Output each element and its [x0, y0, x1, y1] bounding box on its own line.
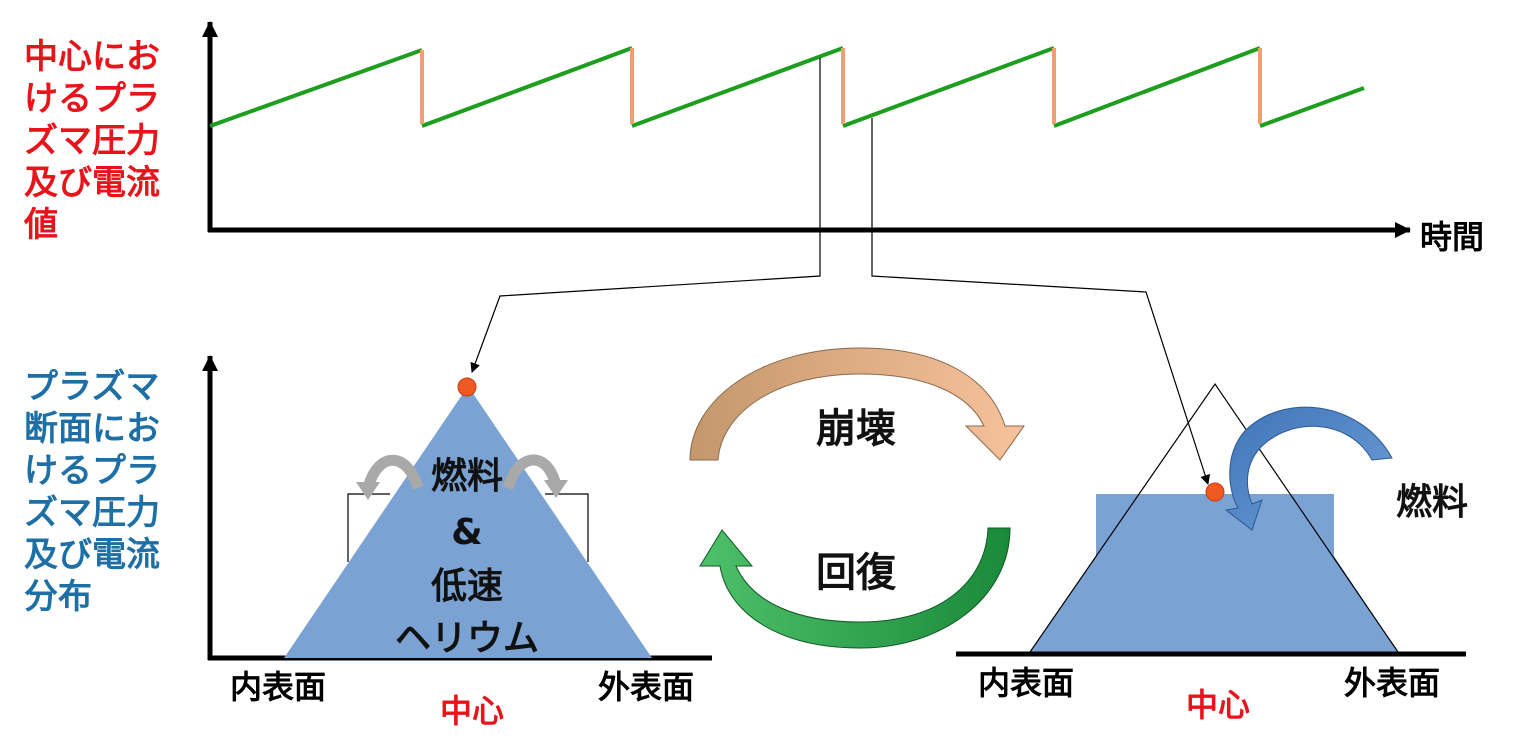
rise-segment: [631, 46, 844, 128]
top-chart: 中心にお けるプラ ズマ圧力 及び電流 値 時間: [23, 21, 1484, 256]
br-inner-surface-label: 内表面: [978, 664, 1074, 702]
bl-center-label: 中心: [440, 692, 504, 730]
top-y-label-line: ズマ圧力: [24, 121, 160, 161]
recovery-arrow-icon: [699, 527, 1011, 649]
bl-y-label-line: 断面にお: [24, 409, 160, 449]
bl-outer-surface-label: 外表面: [598, 668, 694, 706]
bottom-left-profile: 燃料 & 低速 ヘリウム プラズマ 断面にお けるプラ ズマ圧力 及び電流 分布…: [24, 355, 712, 730]
bl-y-label-line: ズマ圧力: [24, 493, 160, 533]
bracket-right: [545, 493, 589, 562]
rise-segment: [1259, 86, 1365, 128]
bracket-left: [347, 493, 390, 562]
rise-segment: [209, 48, 423, 128]
collapse-label: 崩壊: [816, 406, 896, 452]
transport-arrow-right-icon: [502, 454, 562, 490]
flattened-pressure-profile: [1030, 494, 1398, 652]
top-x-label: 時間: [1420, 218, 1484, 256]
sawtooth-drop-segments: [420, 48, 1262, 124]
profile-inner-text: 低速: [431, 566, 503, 607]
collapse-connector: [470, 58, 821, 373]
profile-inner-text: ヘリウム: [395, 618, 539, 659]
top-y-label-line: 中心にお: [24, 37, 160, 77]
profile-inner-text: &: [451, 512, 482, 553]
connector-lines: [470, 58, 1210, 485]
recovery-connector: [871, 118, 1210, 485]
bottom-right-profile: 燃料 内表面 中心 外表面: [956, 382, 1468, 724]
rise-segment: [1053, 46, 1261, 128]
bl-y-label-line: プラズマ: [24, 367, 159, 407]
fuel-inflow-arrow-icon: [1224, 406, 1393, 531]
recovery-label: 回復: [816, 550, 897, 596]
previous-peak-outline: [1029, 382, 1399, 653]
top-y-label-line: 及び電流: [24, 163, 160, 203]
peak-marker: [457, 377, 477, 397]
top-y-label-line: 値: [23, 205, 58, 245]
br-outer-surface-label: 外表面: [1344, 664, 1440, 702]
cycle-arrows: 崩壊 回復: [689, 347, 1025, 649]
bl-inner-surface-label: 内表面: [230, 668, 326, 706]
bl-y-label-line: 及び電流: [24, 535, 160, 575]
br-center-label: 中心: [1186, 686, 1250, 724]
collapse-arrow-icon: [689, 347, 1025, 461]
rise-segment: [421, 46, 633, 128]
center-marker: [1205, 482, 1225, 502]
fuel-label: 燃料: [1396, 482, 1468, 523]
transport-arrow-left-icon: [362, 454, 424, 490]
sawtooth-rise-segments: [209, 46, 1365, 128]
profile-inner-text: 燃料: [431, 456, 503, 497]
rise-segment: [842, 46, 1055, 128]
top-y-label-line: けるプラ: [24, 79, 160, 119]
transport-arrowhead-left-icon: [356, 482, 380, 500]
peaked-pressure-profile: [284, 386, 652, 658]
bl-y-label-line: けるプラ: [24, 451, 160, 491]
transport-arrowhead-right-icon: [544, 480, 568, 498]
bl-y-label-line: 分布: [24, 577, 92, 617]
